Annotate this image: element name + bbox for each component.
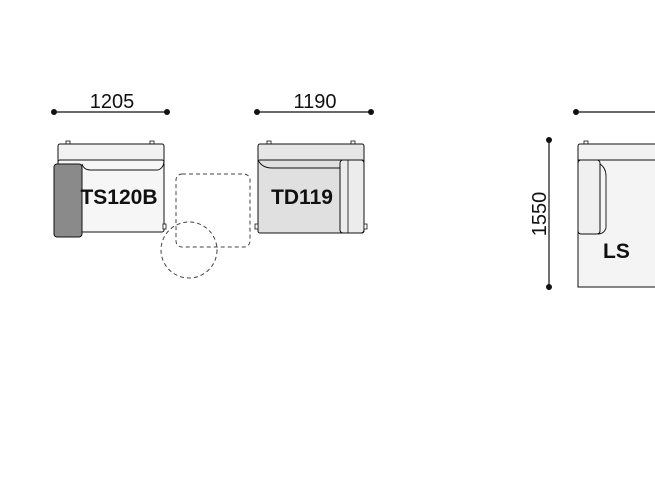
dimension-label: 1190 xyxy=(293,91,336,113)
dimension-td119-width: 1190 xyxy=(254,91,374,115)
module-label-td119: TD119 xyxy=(271,186,333,209)
dimension-label: 1205 xyxy=(90,91,135,113)
dimension-ls-depth: 1550 xyxy=(529,137,552,290)
module-td119: TD119 xyxy=(254,140,368,234)
dimension-ts120b-width: 1205 xyxy=(51,91,170,115)
dimension-label: 1550 xyxy=(529,192,551,237)
module-label-ls: LS xyxy=(603,240,630,263)
module-ts120b: TS120B xyxy=(53,140,167,238)
optional-table-footprint xyxy=(160,173,251,279)
dimension-ls-width-partial xyxy=(573,109,655,115)
module-label-ts120b: TS120B xyxy=(80,186,157,209)
module-ls-partial: LS xyxy=(577,140,655,288)
